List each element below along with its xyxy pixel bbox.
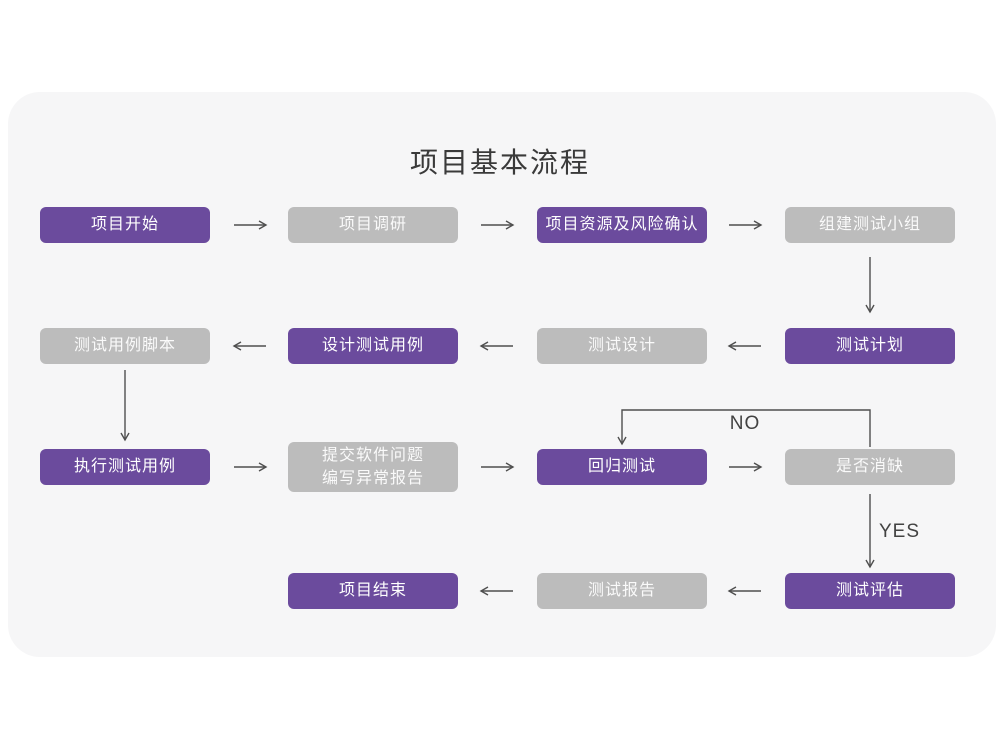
flow-node-submit-issue-report: 提交软件问题 编写异常报告 (288, 442, 458, 492)
flow-node-project-end: 项目结束 (288, 573, 458, 609)
flow-node-project-start: 项目开始 (40, 207, 210, 243)
flow-node-label: 测试设计 (587, 337, 656, 355)
flow-node-label: 测试报告 (587, 582, 656, 600)
flow-node-label: 组建测试小组 (818, 216, 921, 234)
flow-node-test-evaluation: 测试评估 (785, 573, 955, 609)
flow-node-label: 项目资源及风险确认 (545, 216, 699, 234)
flow-node-execute-test-case: 执行测试用例 (40, 449, 210, 485)
flow-node-test-case-script: 测试用例脚本 (40, 328, 210, 364)
flow-node-label: 项目结束 (338, 582, 407, 600)
flow-node-design-test-case: 设计测试用例 (288, 328, 458, 364)
flow-node-label: 项目开始 (90, 216, 159, 234)
flow-node-project-research: 项目调研 (288, 207, 458, 243)
flow-node-test-design: 测试设计 (537, 328, 707, 364)
flow-node-label: 设计测试用例 (321, 337, 424, 355)
flow-node-label: 项目调研 (338, 216, 407, 234)
flow-node-test-report: 测试报告 (537, 573, 707, 609)
flow-node-label: 是否消缺 (835, 458, 904, 476)
flow-node-form-test-team: 组建测试小组 (785, 207, 955, 243)
flow-node-label: 执行测试用例 (73, 458, 176, 476)
branch-label-no: NO (729, 413, 761, 434)
flow-node-label: 测试计划 (835, 337, 904, 355)
flow-node-label: 提交软件问题 编写异常报告 (321, 446, 424, 487)
branch-label-yes: YES (879, 521, 921, 542)
flow-node-label: 回归测试 (587, 458, 656, 476)
flow-node-test-plan: 测试计划 (785, 328, 955, 364)
flow-node-label: 测试评估 (835, 582, 904, 600)
page-title: 项目基本流程 (409, 147, 590, 178)
flow-node-label: 测试用例脚本 (73, 337, 176, 355)
flow-node-resources-risk-confirm: 项目资源及风险确认 (537, 207, 707, 243)
flowchart-card (8, 92, 996, 657)
flow-node-defect-cleared: 是否消缺 (785, 449, 955, 485)
flow-node-regression-test: 回归测试 (537, 449, 707, 485)
